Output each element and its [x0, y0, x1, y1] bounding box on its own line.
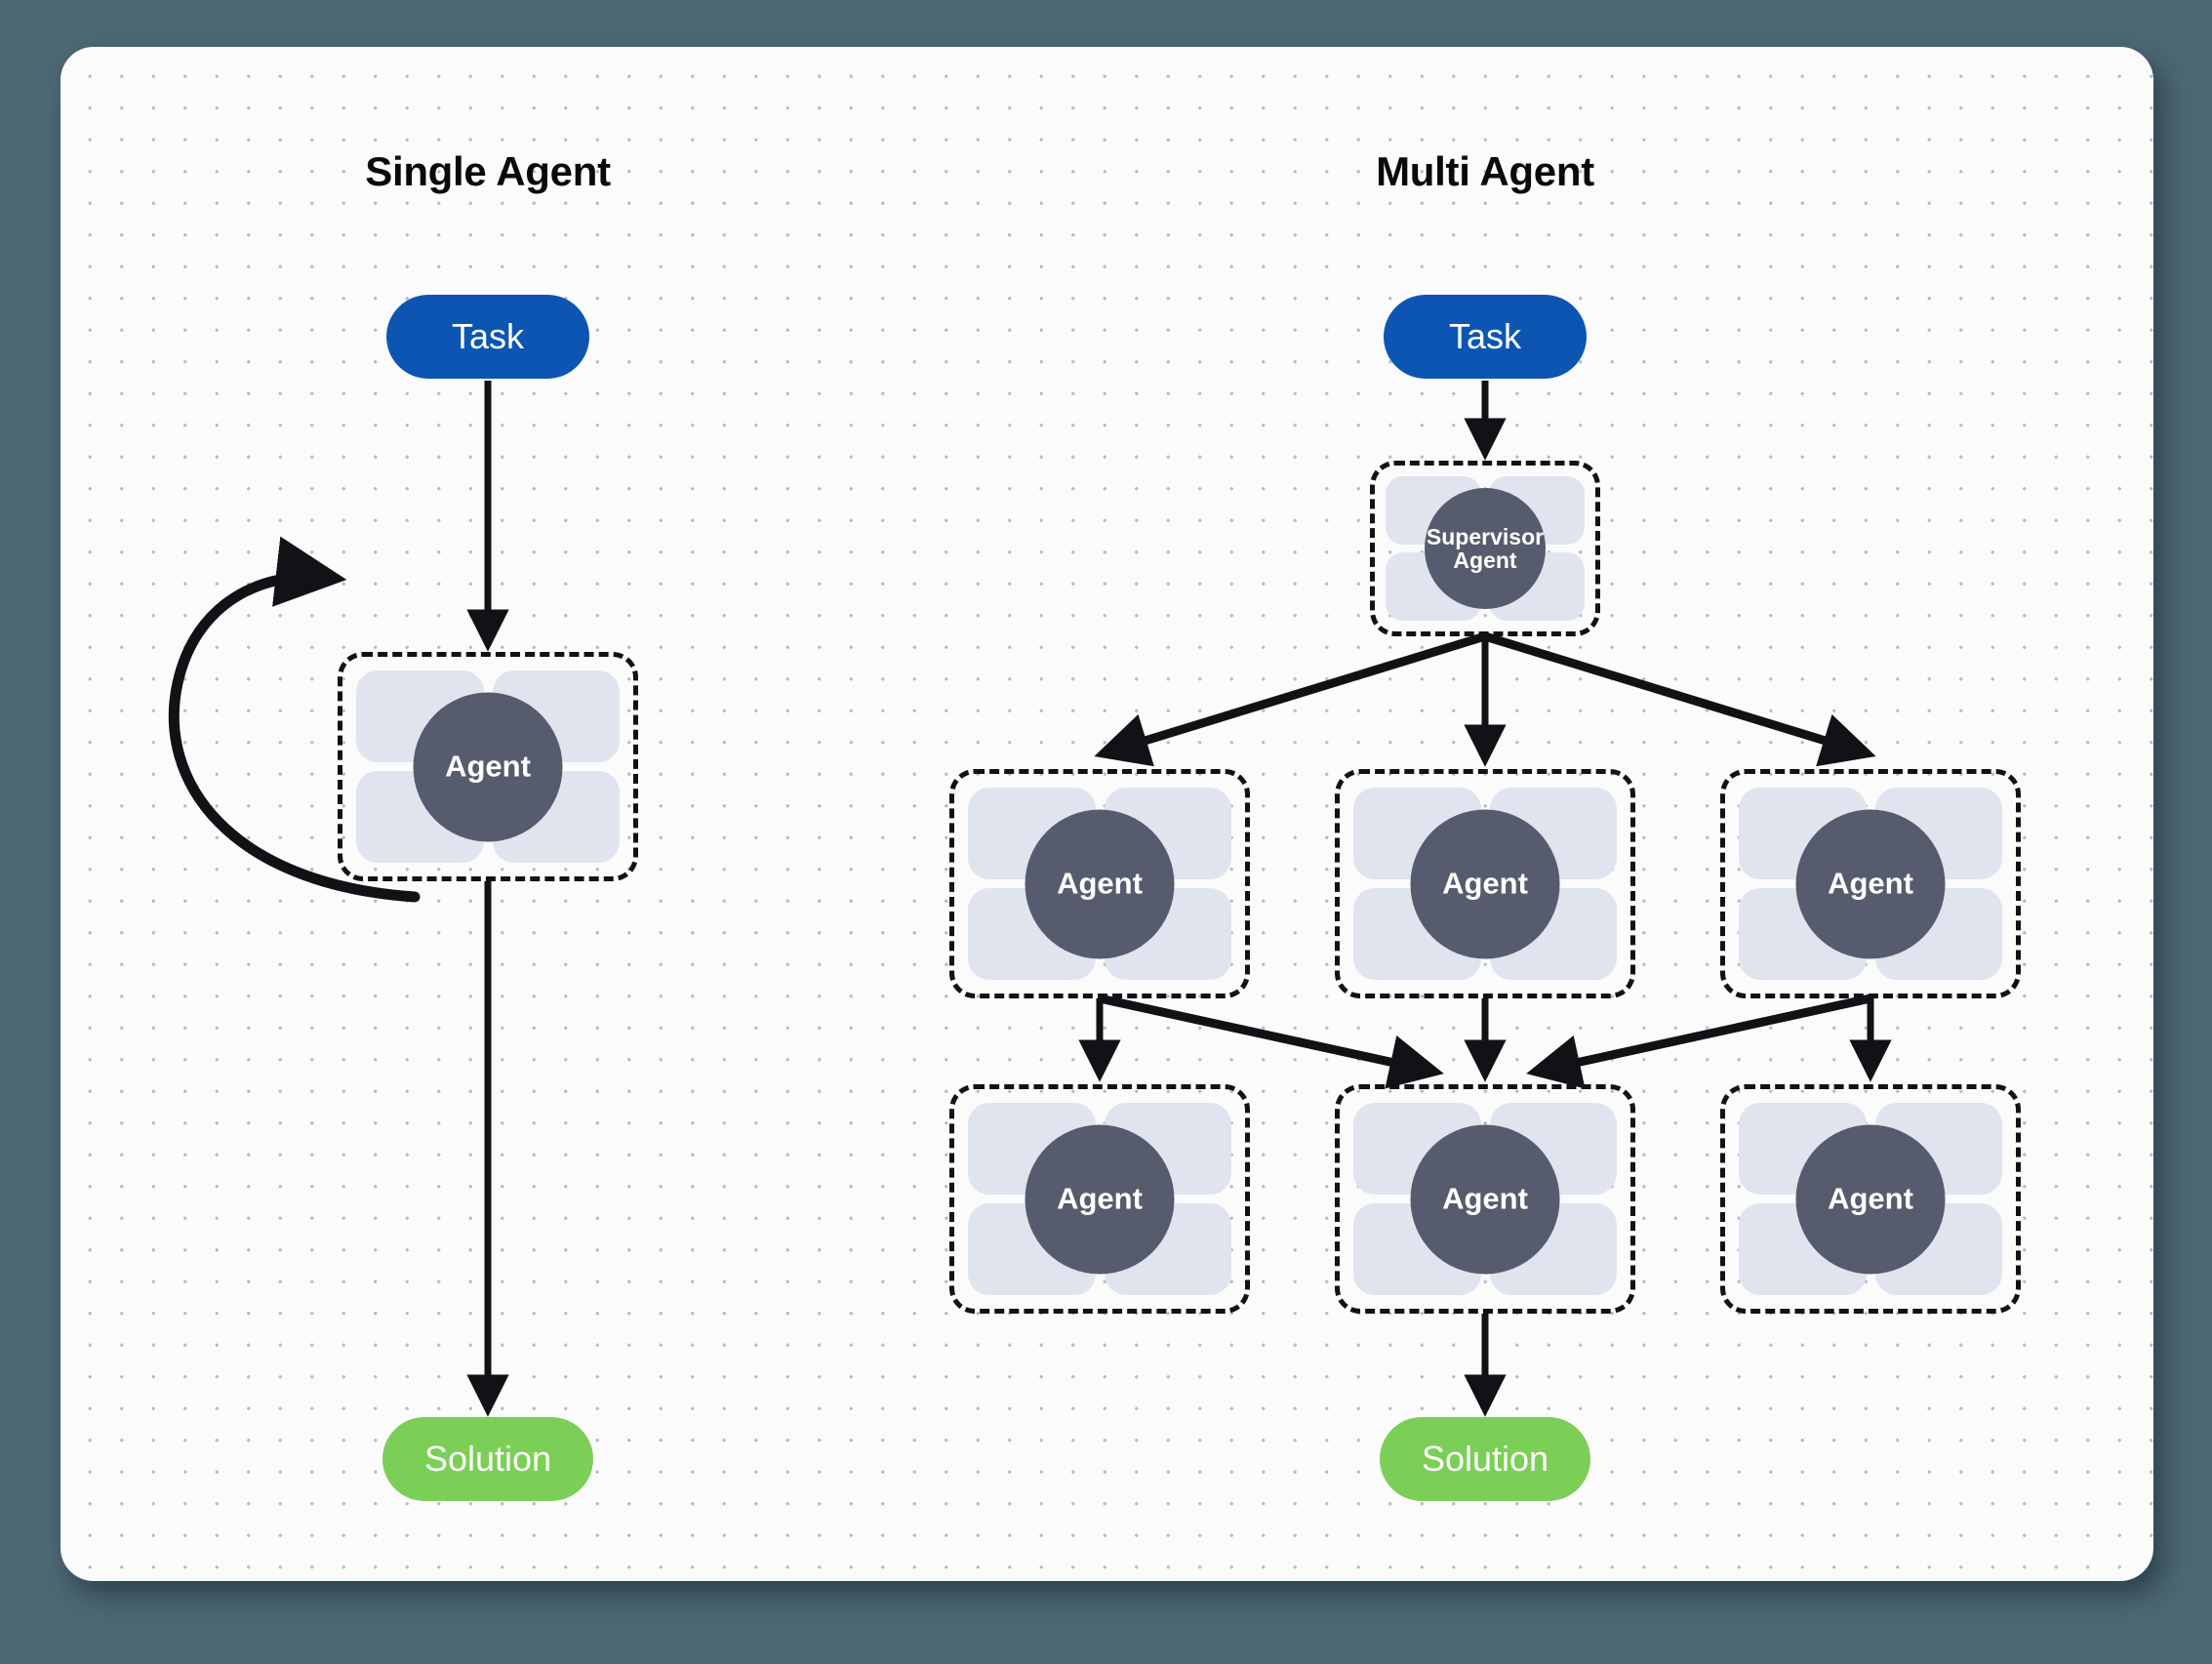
agent-label-row1-col3: Agent: [1828, 866, 1913, 901]
agent-label-single: Agent: [445, 749, 531, 784]
agent-card-row1-col2[interactable]: Agent: [1335, 769, 1635, 998]
agent-label-row2-col2: Agent: [1442, 1181, 1528, 1216]
agent-core-row1-col2: Agent: [1410, 809, 1560, 958]
column-title-single-agent: Single Agent: [365, 148, 611, 194]
agent-core-supervisor: Supervisor Agent: [1425, 488, 1546, 609]
column-title-multi-agent: Multi Agent: [1376, 148, 1594, 194]
agent-card-row2-col1[interactable]: Agent: [949, 1084, 1250, 1314]
task-node-single[interactable]: Task: [386, 295, 589, 379]
task-label-multi: Task: [1448, 316, 1522, 356]
agent-label-row2-col1: Agent: [1057, 1181, 1143, 1216]
agent-core-row2-col2: Agent: [1410, 1124, 1560, 1274]
agent-core-row1-col1: Agent: [1025, 809, 1175, 958]
agent-core-row1-col3: Agent: [1795, 809, 1946, 958]
solution-node-multi[interactable]: Solution: [1380, 1417, 1590, 1501]
agent-card-single[interactable]: Agent: [338, 652, 638, 881]
supervisor-label-line2: Agent: [1453, 548, 1517, 573]
task-label-single: Task: [451, 316, 525, 356]
agent-core-single: Agent: [413, 692, 563, 841]
solution-node-single[interactable]: Solution: [382, 1417, 593, 1501]
agent-card-row1-col3[interactable]: Agent: [1720, 769, 2021, 998]
agent-label-row1-col2: Agent: [1442, 866, 1528, 901]
solution-label-multi: Solution: [1421, 1439, 1549, 1479]
solution-label-single: Solution: [423, 1439, 552, 1479]
agent-card-row2-col2[interactable]: Agent: [1335, 1084, 1635, 1314]
agent-card-supervisor[interactable]: Supervisor Agent: [1370, 461, 1600, 636]
agent-label-row1-col1: Agent: [1057, 866, 1143, 901]
agent-core-row2-col3: Agent: [1795, 1124, 1946, 1274]
agent-card-row1-col1[interactable]: Agent: [949, 769, 1250, 998]
agent-label-row2-col3: Agent: [1828, 1181, 1913, 1216]
task-node-multi[interactable]: Task: [1384, 295, 1587, 379]
agent-core-row2-col1: Agent: [1025, 1124, 1175, 1274]
agent-card-row2-col3[interactable]: Agent: [1720, 1084, 2021, 1314]
supervisor-label-line1: Supervisor: [1426, 523, 1545, 549]
